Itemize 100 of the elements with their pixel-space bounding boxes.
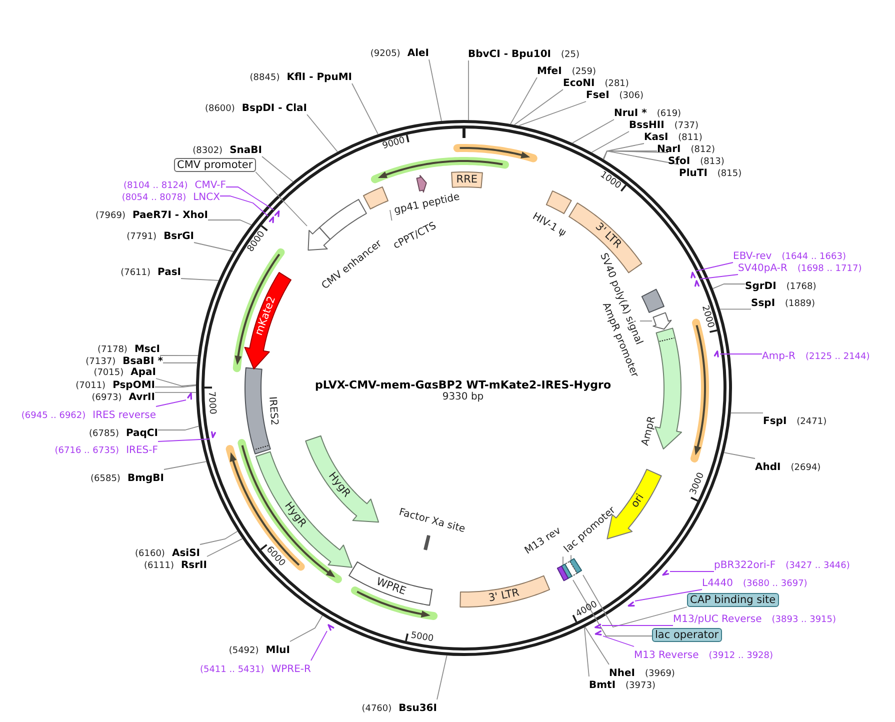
leader-line bbox=[290, 615, 323, 642]
sequence-feature bbox=[640, 288, 665, 314]
leader-line bbox=[518, 101, 586, 126]
primer-mark-icon bbox=[662, 569, 670, 576]
restriction-site-label: FspI (2471) bbox=[763, 412, 827, 428]
restriction-site-label: BbvCI - Bpu10I (25) bbox=[468, 46, 580, 60]
restriction-site-label: NarI (812) bbox=[657, 140, 715, 156]
leader-line bbox=[603, 150, 680, 165]
tick-label: 2000 bbox=[698, 304, 716, 330]
primer-label: (6716 .. 6735) IRES-F bbox=[54, 442, 158, 456]
primer-label: (5411 .. 5431) WPRE-R bbox=[200, 660, 311, 676]
restriction-site-label: (7137) BsaBI * bbox=[86, 352, 163, 368]
sequence-feature bbox=[459, 574, 551, 608]
feature-label: M13 rev bbox=[523, 525, 563, 557]
leader-line bbox=[306, 114, 338, 152]
restriction-site-label: (6160) AsiSI bbox=[135, 544, 200, 560]
restriction-site-label: (7791) BsrGI bbox=[126, 228, 194, 242]
primer-label: (6945 .. 6962) IRES reverse bbox=[21, 406, 156, 422]
restriction-site-label: SgrDI (1768) bbox=[745, 278, 816, 292]
leader-line bbox=[156, 378, 196, 386]
leader-line bbox=[570, 554, 572, 560]
feature-label: gp41 peptide bbox=[393, 192, 461, 216]
leader-line bbox=[603, 150, 668, 160]
leader-line bbox=[160, 355, 198, 356]
restriction-site-label: (8845) KflI - PpuMI bbox=[250, 68, 352, 84]
sequence-feature bbox=[652, 311, 673, 331]
leader-line bbox=[640, 320, 652, 322]
site-tick bbox=[423, 534, 431, 551]
restriction-site-label: (7178) MscI bbox=[98, 340, 160, 356]
primer-label: M13 Reverse (3912 .. 3928) bbox=[634, 646, 774, 662]
tick-label: 3000 bbox=[689, 472, 708, 498]
primer-mark-icon bbox=[594, 623, 602, 630]
primer-label: (8054 .. 8078) LNCX bbox=[122, 188, 220, 204]
leader-line bbox=[262, 156, 294, 182]
restriction-site-label: (7011) PspOMI bbox=[76, 376, 155, 392]
restriction-site-label: KasI (811) bbox=[644, 128, 702, 144]
primer-label: SV40pA-R (1698 .. 1717) bbox=[738, 260, 862, 274]
restriction-site-label: EcoNI (281) bbox=[563, 74, 629, 90]
restriction-site-label: (6785) PaqCI bbox=[89, 424, 158, 440]
restriction-site-label: (4760) Bsu36I bbox=[362, 700, 437, 714]
leader-line bbox=[436, 655, 448, 700]
leader-line bbox=[206, 538, 243, 557]
feature-label: AmpR bbox=[640, 415, 658, 447]
restriction-site-label: (9205) AleI bbox=[370, 44, 429, 60]
leader-line bbox=[591, 131, 630, 153]
leader-line bbox=[712, 284, 746, 289]
restriction-site-label: (8302) SnaBI bbox=[192, 142, 262, 156]
primer-label: M13/pUC Reverse (3893 .. 3915) bbox=[673, 610, 836, 626]
restriction-site-label: FseI (306) bbox=[586, 86, 644, 102]
leader-line bbox=[572, 580, 652, 636]
sequence-feature bbox=[450, 171, 484, 189]
feature-label: WPRE bbox=[375, 576, 408, 598]
restriction-site-label: SspI (1889) bbox=[751, 294, 815, 310]
feature-callout: CAP binding site bbox=[687, 593, 779, 607]
sequence-feature bbox=[304, 434, 380, 524]
leader-line bbox=[602, 150, 658, 160]
sequence-feature bbox=[415, 174, 428, 194]
leader-line bbox=[220, 196, 268, 216]
leader-line bbox=[162, 362, 198, 364]
sequence-feature bbox=[556, 565, 570, 582]
leader-line bbox=[584, 626, 590, 677]
primer-mark-icon bbox=[627, 601, 635, 607]
restriction-site-label: BmtI (3973) bbox=[589, 676, 656, 692]
sequence-feature bbox=[318, 198, 368, 241]
tick-label: 9000 bbox=[381, 136, 406, 153]
leader-line bbox=[352, 83, 378, 135]
leader-line bbox=[154, 392, 196, 393]
primer-mark-icon bbox=[594, 630, 603, 636]
restriction-site-label: NruI * (619) bbox=[614, 104, 682, 120]
sequence-feature bbox=[348, 560, 434, 607]
leader-line bbox=[700, 274, 738, 280]
leader-line bbox=[582, 574, 688, 628]
primer-label: Amp-R (2125 .. 2144) bbox=[762, 348, 870, 362]
leader-line bbox=[200, 530, 238, 545]
leader-line bbox=[158, 426, 200, 430]
leader-line bbox=[158, 438, 210, 442]
feature-callout: CMV promoter bbox=[174, 158, 256, 172]
restriction-site-label: (8600) BspDI - ClaI bbox=[204, 100, 307, 114]
restriction-site-label: (6585) BmgBI bbox=[90, 470, 164, 484]
primer-mark-icon bbox=[186, 392, 193, 400]
restriction-site-label: PluTI (815) bbox=[679, 164, 742, 180]
tick-label: 4000 bbox=[574, 599, 600, 620]
leader-line bbox=[562, 556, 564, 566]
leader-line bbox=[720, 308, 752, 310]
primer-label: EBV-rev (1644 .. 1663) bbox=[733, 248, 846, 262]
restriction-site-label: SfoI (813) bbox=[668, 152, 724, 168]
tick-label: 5000 bbox=[410, 630, 434, 646]
leader-line bbox=[696, 262, 734, 272]
feature-label: 3' LTR bbox=[592, 222, 623, 252]
tick-label: 7000 bbox=[204, 390, 218, 414]
restriction-site-label: NheI (3969) bbox=[609, 664, 675, 680]
leader-line bbox=[724, 452, 756, 459]
leader-line bbox=[390, 210, 392, 221]
feature-label: RRE bbox=[456, 174, 478, 186]
leader-line bbox=[634, 589, 702, 602]
sequence-feature bbox=[254, 450, 353, 569]
leader-line bbox=[584, 626, 610, 665]
sequence-feature bbox=[654, 327, 683, 450]
leader-line bbox=[180, 278, 219, 281]
leader-line bbox=[510, 77, 538, 124]
